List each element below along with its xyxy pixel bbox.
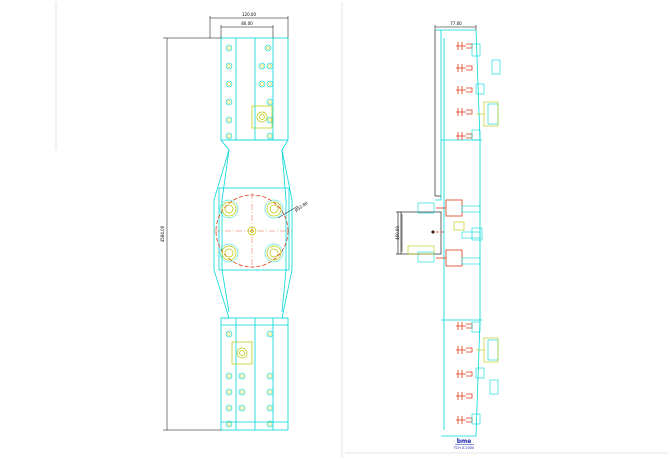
title-block: bme TCH X.2000 [453,438,475,450]
side-upper-fixture-detail [476,101,499,127]
side-view: 77.00 460.00 [395,21,501,437]
sheet-borders [55,2,668,458]
hub-bolt-outlines [219,199,284,263]
dim-overall-width: 120.00 [242,12,256,17]
side-upper-bolts [456,42,473,140]
bottom-plate-bolt-cores [227,332,272,426]
side-middle-bolts [431,199,463,267]
side-view-edges [434,30,441,197]
dim-inner-width: 80.00 [241,21,253,26]
dim-flange-height: 460.00 [395,226,400,240]
side-dimensions [401,25,477,252]
brand-logo: bme [457,438,472,445]
side-view-outline [435,29,482,437]
dim-circle-diameter: Ø32.80 [294,200,309,213]
dim-side-depth: 77.00 [450,21,462,26]
front-dimensions [163,16,299,431]
side-lower-fixtures [471,321,499,425]
title-caption: TCH X.2000 [453,446,475,450]
hub-pitch-circle [214,193,292,269]
front-view: 120.00 80.00 4584.00 Ø32.80 [160,12,309,431]
top-plate-bolt-cores [227,46,272,138]
side-lower-bolts [456,322,473,424]
side-upper-fixtures [471,43,501,141]
bottom-plate-bolt-holes [225,330,274,428]
side-middle-details [417,202,483,265]
side-lower-fixture-detail [476,337,499,363]
side-middle-yellow [407,221,465,255]
front-view-outline [213,37,293,431]
bottom-locating-block [231,341,253,365]
dim-overall-height: 4584.00 [160,225,165,242]
top-locating-block [251,105,273,129]
top-plate-bolt-holes [225,44,274,140]
hub-bolts [221,201,282,261]
